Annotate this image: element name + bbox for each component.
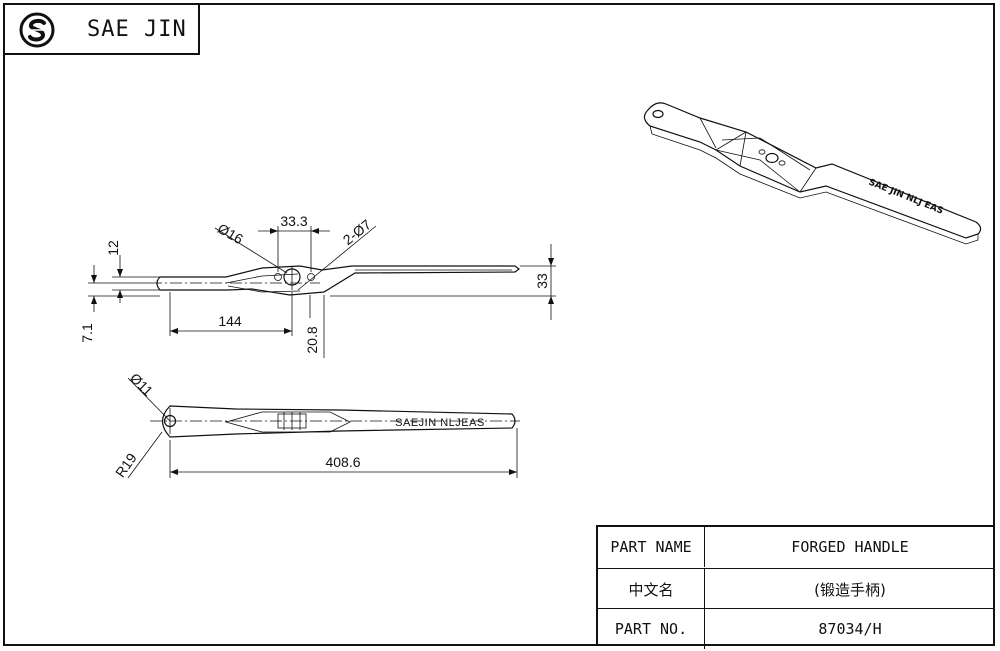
arrow-144b bbox=[284, 328, 292, 334]
elevation-view: 12 7.1 Ø16 33.3 2-Ø7 33 1 bbox=[79, 213, 556, 358]
arrow-12b bbox=[117, 290, 123, 298]
dim-71-label: 7.1 bbox=[79, 323, 95, 343]
handle-inner-line-1 bbox=[225, 273, 299, 284]
arrow-333b bbox=[311, 228, 319, 234]
dim-33-label: 33 bbox=[534, 273, 550, 289]
logo-box: SAE JIN bbox=[3, 3, 200, 55]
engraving-side: SAEJIN NLJEAS bbox=[395, 417, 485, 429]
isometric-view: SAE JIN NLJ EAS bbox=[643, 102, 982, 245]
dim-12-label: 12 bbox=[105, 240, 121, 256]
brand-name: SAE JIN bbox=[87, 17, 187, 42]
title-label: PART NAME bbox=[598, 527, 705, 567]
handle-inner-line-2 bbox=[227, 285, 301, 293]
hole-7-left bbox=[274, 273, 282, 281]
leader-16 bbox=[214, 227, 288, 274]
iso-recess-3 bbox=[715, 149, 801, 193]
dim-4086-label: 408.6 bbox=[325, 454, 360, 470]
iso-edge-2 bbox=[739, 131, 747, 167]
title-row-part-no: PART NO. 87034/H bbox=[598, 608, 995, 649]
iso-recess-2 bbox=[721, 137, 811, 171]
arrow-71b bbox=[91, 296, 97, 304]
iso-edge-1 bbox=[699, 117, 717, 149]
arrow-144a bbox=[170, 328, 178, 334]
engraving-iso: SAE JIN NLJ EAS bbox=[867, 178, 944, 217]
title-label: PART NO. bbox=[598, 609, 705, 649]
title-value: (锻造手柄) bbox=[814, 580, 886, 599]
title-row-chinese-name: 中文名 (锻造手柄) bbox=[598, 568, 995, 609]
iso-outline-top bbox=[643, 102, 982, 239]
plan-view: SAEJIN NLJEAS Ø11 R19 408.6 bbox=[112, 370, 520, 480]
arrow-4086a bbox=[170, 469, 178, 475]
dim-11-label: Ø11 bbox=[127, 370, 156, 399]
arrow-33b bbox=[548, 296, 554, 304]
iso-outline-thickness bbox=[649, 125, 979, 245]
leader-r19 bbox=[127, 431, 163, 479]
dim-2-7-label: 2-Ø7 bbox=[340, 216, 375, 248]
title-label: 中文名 bbox=[598, 569, 705, 609]
handle-outline-side bbox=[161, 405, 516, 438]
iso-hole-11 bbox=[652, 109, 664, 119]
arrow-333a bbox=[270, 228, 278, 234]
dim-208-label: 20.8 bbox=[304, 326, 320, 353]
iso-hole-7b bbox=[778, 160, 786, 166]
arrow-33a bbox=[548, 258, 554, 266]
dim-16-label: Ø16 bbox=[215, 220, 246, 247]
iso-hole-16 bbox=[765, 152, 779, 164]
dim-r19-label: R19 bbox=[112, 450, 140, 480]
sae-jin-logo-icon bbox=[19, 12, 55, 48]
title-value: FORGED HANDLE bbox=[791, 538, 909, 556]
iso-hole-7a bbox=[758, 149, 766, 155]
iso-recess-1 bbox=[715, 131, 817, 193]
hole-7-right bbox=[307, 273, 315, 281]
leader-2-7 bbox=[297, 225, 377, 291]
title-value: 87034/H bbox=[818, 620, 882, 638]
recess-outline bbox=[224, 411, 351, 433]
arrow-12a bbox=[117, 269, 123, 277]
leader-11 bbox=[127, 377, 171, 422]
dim-144-label: 144 bbox=[218, 313, 242, 329]
arrow-71a bbox=[91, 275, 97, 283]
dim-333-label: 33.3 bbox=[280, 213, 307, 229]
title-block: PART NAME FORGED HANDLE 中文名 (锻造手柄) PART … bbox=[596, 525, 995, 649]
drawing-sheet-border bbox=[3, 3, 995, 646]
title-row-part-name: PART NAME FORGED HANDLE bbox=[598, 527, 995, 567]
arrow-4086b bbox=[509, 469, 517, 475]
